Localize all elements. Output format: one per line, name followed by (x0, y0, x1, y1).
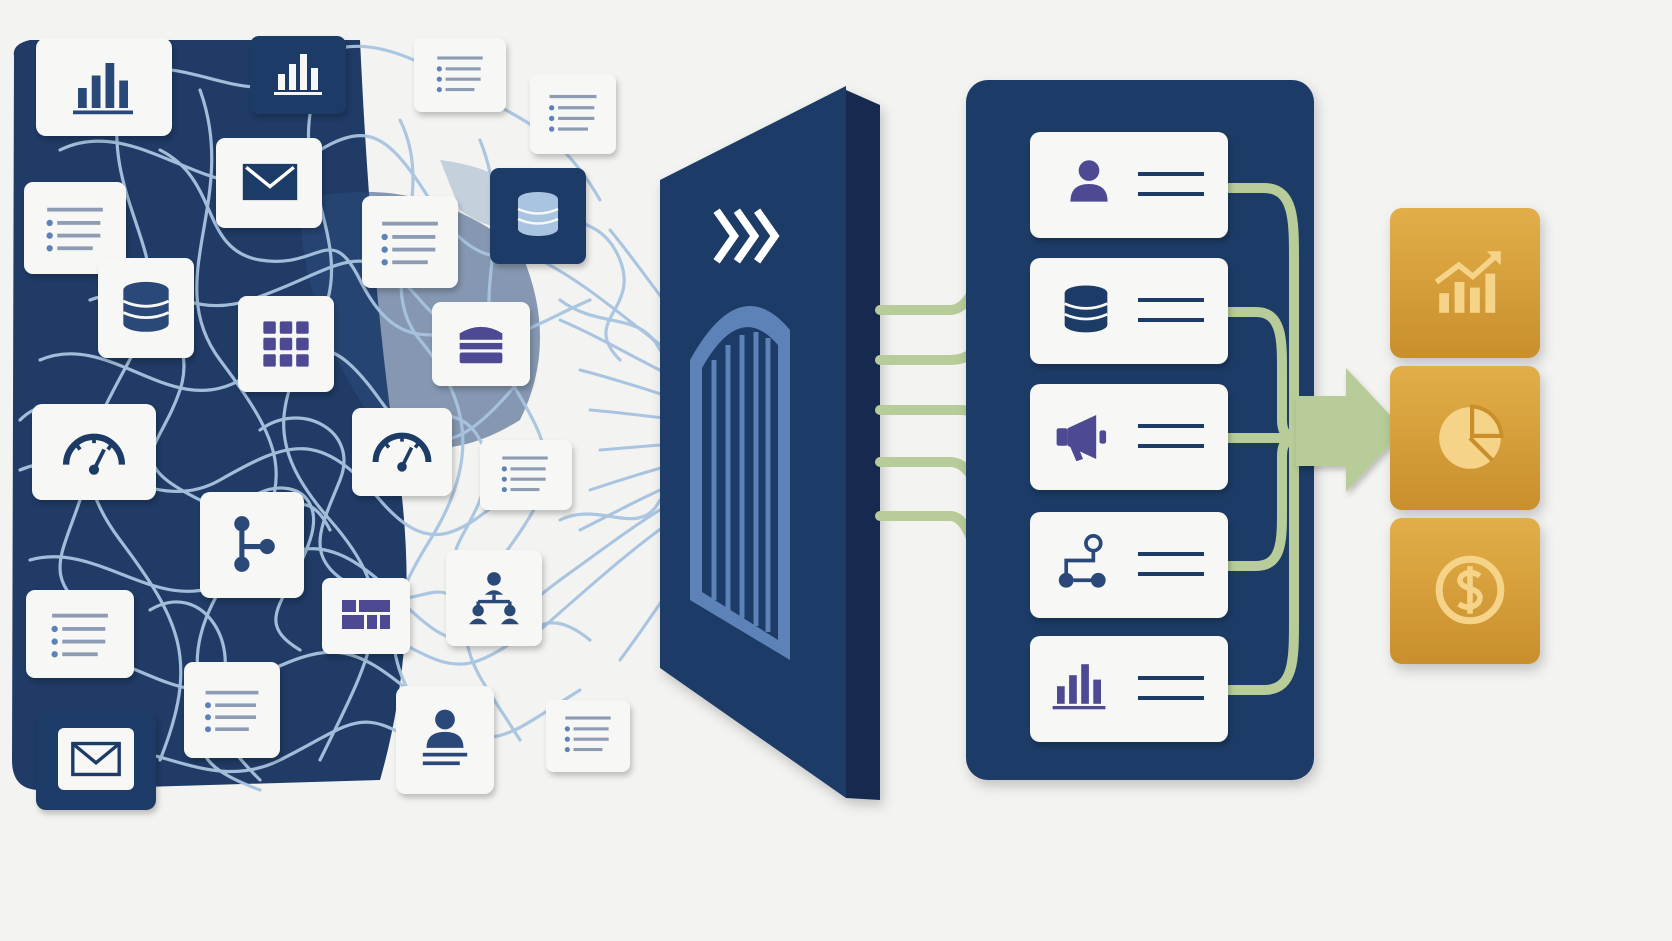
database-tile (98, 258, 194, 358)
dark-database-tile (490, 168, 586, 264)
row-workflow (1030, 512, 1228, 618)
arched-gate (690, 306, 790, 660)
list-tile-bottom-right (546, 700, 630, 772)
grid-tile (238, 296, 334, 392)
list-tile-center (362, 196, 458, 288)
list-tile-mid-right (480, 440, 572, 510)
chaotic-data-sources (12, 36, 782, 810)
outcome-blocks (1390, 208, 1540, 664)
row-chart (1030, 636, 1228, 742)
revenue-block (1390, 518, 1540, 664)
list-tile-left (24, 182, 126, 274)
gauge-tile-center (352, 408, 452, 496)
mail-tile (216, 138, 322, 228)
arrow-right-icon (1296, 368, 1404, 492)
network-tile (200, 492, 304, 598)
server-tile (432, 302, 530, 386)
dark-mail-tile (36, 712, 156, 810)
chart-tile (36, 38, 172, 136)
gateway-side (846, 90, 880, 800)
list-tile-bottom (184, 662, 280, 758)
row-megaphone (1030, 384, 1228, 490)
growth-block (1390, 208, 1540, 358)
org-tile (446, 550, 542, 646)
pie-block (1390, 366, 1540, 510)
list-tile-lower-left (26, 590, 134, 678)
list-tile-top (414, 38, 506, 112)
row-user (1030, 132, 1228, 238)
organized-data-panel (875, 80, 1314, 780)
gauge-tile-left (32, 404, 156, 500)
panel-green-connectors (1223, 183, 1305, 695)
dark-chart-tile (250, 36, 346, 114)
list-tile-top-right (530, 74, 616, 154)
gateway (660, 86, 880, 800)
row-database (1030, 258, 1228, 364)
person-tile (396, 686, 494, 794)
layout-tile (322, 578, 410, 654)
